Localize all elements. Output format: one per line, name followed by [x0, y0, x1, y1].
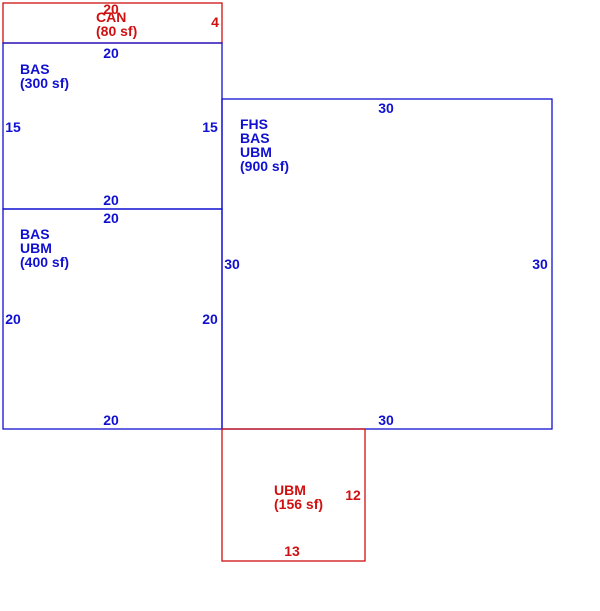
fhs-dim-left: 30: [224, 256, 240, 272]
bas-dim-bottom: 20: [103, 192, 119, 208]
fhs-dim-top: 30: [378, 100, 394, 116]
bas-ubm-dim-left: 20: [5, 311, 21, 327]
can-dim-right: 4: [211, 14, 219, 30]
ubm-code: UBM: [274, 482, 306, 498]
bas-ubm-dim-top: 20: [103, 210, 119, 226]
bas-area: (300 sf): [20, 75, 69, 91]
fhs-dim-right: 30: [532, 256, 548, 272]
ubm-area: (156 sf): [274, 496, 323, 512]
bas-ubm-code-1: BAS: [20, 226, 50, 242]
bas-dim-top: 20: [103, 45, 119, 61]
bas-dim-right: 15: [202, 119, 218, 135]
bas-ubm-dim-right: 20: [202, 311, 218, 327]
fhs-code-3: UBM: [240, 144, 272, 160]
bas-ubm-area: (400 sf): [20, 254, 69, 270]
can-dim-top: 20: [103, 1, 119, 17]
can-area: (80 sf): [96, 23, 137, 39]
bas-ubm-dim-bottom: 20: [103, 412, 119, 428]
ubm-dim-right: 12: [345, 487, 361, 503]
fhs-code-2: BAS: [240, 130, 270, 146]
bas-code: BAS: [20, 61, 50, 77]
can-code: CAN: [96, 9, 126, 25]
fhs-dim-bottom: 30: [378, 412, 394, 428]
bas-ubm-code-2: UBM: [20, 240, 52, 256]
fhs-area-outline: [221, 98, 553, 430]
fhs-area: (900 sf): [240, 158, 289, 174]
ubm-dim-bottom: 13: [284, 543, 300, 559]
ubm-area-outline: [221, 428, 366, 562]
bas-dim-left: 15: [5, 119, 21, 135]
fhs-code-1: FHS: [240, 116, 268, 132]
